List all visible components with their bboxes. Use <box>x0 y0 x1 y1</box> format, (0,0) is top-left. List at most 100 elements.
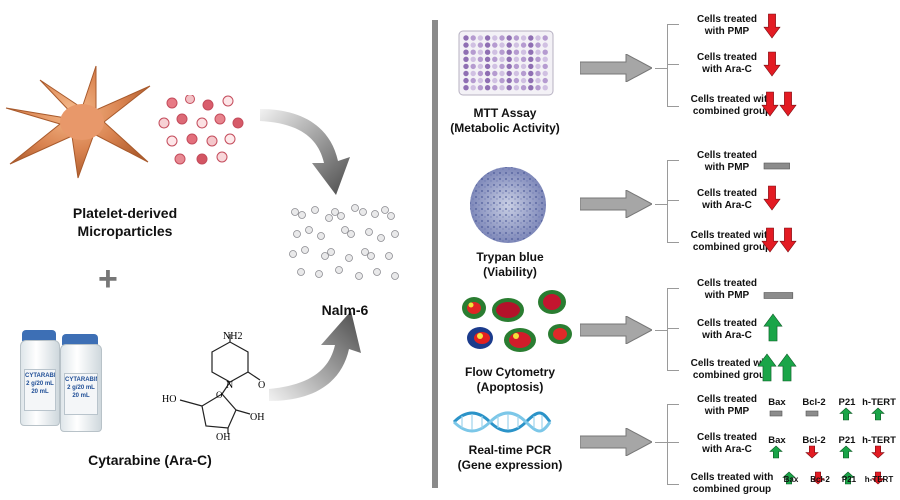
oh-right-label: OH <box>250 412 264 423</box>
assay-3-bracket-tick <box>667 370 679 371</box>
down-arrow-icon <box>871 445 885 459</box>
assay-1-title: MTT Assay (Metabolic Activity) <box>450 106 560 135</box>
section-divider <box>432 20 438 488</box>
assay-3-bracket-tick <box>667 288 679 289</box>
well <box>477 63 484 70</box>
assay-1-bracket-stem <box>655 68 667 69</box>
well <box>535 85 541 91</box>
well <box>535 56 541 62</box>
well <box>528 77 534 84</box>
assay-2-bracket <box>667 160 668 242</box>
gene-label-p21: P21 <box>838 435 856 446</box>
up-arrow-icon <box>839 445 853 459</box>
cell-line-label: Nalm-6 <box>321 302 369 318</box>
well <box>499 85 505 91</box>
well <box>470 63 476 70</box>
well <box>463 77 469 84</box>
well <box>470 70 476 77</box>
well <box>477 35 484 41</box>
up-arrow-icon <box>769 445 783 459</box>
well <box>463 85 469 91</box>
assay-1-bracket-tick <box>667 24 679 25</box>
ho-label: HO <box>162 394 176 405</box>
well <box>520 49 527 55</box>
well <box>513 35 520 41</box>
well <box>513 63 520 70</box>
assay-4-bracket-tick <box>667 442 679 443</box>
well <box>484 63 491 70</box>
well <box>520 35 527 41</box>
well <box>477 85 484 91</box>
gene-label-bax: Bax <box>783 475 799 484</box>
well <box>477 49 484 55</box>
well <box>492 42 498 48</box>
well <box>492 35 498 41</box>
well <box>542 35 548 41</box>
well <box>520 77 527 84</box>
no-change-bar-icon <box>805 410 819 417</box>
well <box>506 56 512 62</box>
well <box>470 42 476 48</box>
up-arrow-icon <box>757 353 777 382</box>
well <box>470 85 476 91</box>
well <box>492 70 498 77</box>
assay-2-bracket-stem <box>655 204 667 205</box>
well <box>520 42 527 48</box>
well <box>528 63 534 70</box>
well <box>506 35 512 41</box>
no-change-bar-icon <box>763 292 794 299</box>
well <box>463 49 469 55</box>
assay-4-bracket-stem <box>655 442 667 443</box>
up-arrow-icon <box>763 313 783 342</box>
vial-volume-back: 20 mL <box>31 389 49 395</box>
well <box>499 42 505 48</box>
assay-3-bracket-tick <box>667 328 679 329</box>
result-label: Cells treated with combined group <box>690 94 774 117</box>
microparticles-icon <box>158 95 244 165</box>
ring-o-label: O <box>216 390 223 400</box>
well <box>513 70 520 77</box>
up-arrow-icon <box>782 471 796 485</box>
result-label: Cells treated with PMP <box>696 394 758 417</box>
well <box>484 35 491 41</box>
well <box>542 56 548 62</box>
well <box>492 56 498 62</box>
well <box>528 49 534 55</box>
assay-4-bracket-tick <box>667 404 679 405</box>
assay-1-bracket <box>667 24 668 106</box>
assay-4-arrow <box>580 428 652 456</box>
result-label: Cells treated with Ara-C <box>696 52 758 75</box>
well <box>513 77 520 84</box>
n-label: N <box>226 380 233 391</box>
gene-label-htert: h-TERT <box>864 475 894 484</box>
well <box>513 42 520 48</box>
well <box>535 42 541 48</box>
well <box>506 77 512 84</box>
assay-3-bracket-stem <box>655 330 667 331</box>
well <box>470 77 476 84</box>
result-label: Cells treated with combined group <box>690 472 774 495</box>
well <box>535 77 541 84</box>
well <box>499 49 505 55</box>
nh2-label: NH2 <box>223 331 242 342</box>
well <box>499 56 505 62</box>
well <box>528 85 534 91</box>
well <box>528 70 534 77</box>
well <box>520 63 527 70</box>
vial-dose-back: 2 g/20 mL <box>26 381 54 387</box>
gene-label-bax: Bax <box>768 435 786 446</box>
well <box>484 42 491 48</box>
well <box>463 56 469 62</box>
well <box>513 85 520 91</box>
well <box>499 70 505 77</box>
nalm6-cells-icon <box>289 204 399 280</box>
well <box>492 49 498 55</box>
well <box>477 77 484 84</box>
result-label: Cells treated with Ara-C <box>696 188 758 211</box>
well <box>499 77 505 84</box>
down-arrow-icon <box>763 13 781 39</box>
gene-label-bcl2: Bcl-2 <box>802 435 826 446</box>
up-arrow-icon <box>871 407 885 421</box>
result-label: Cells treated with PMP <box>696 14 758 37</box>
well <box>463 70 469 77</box>
